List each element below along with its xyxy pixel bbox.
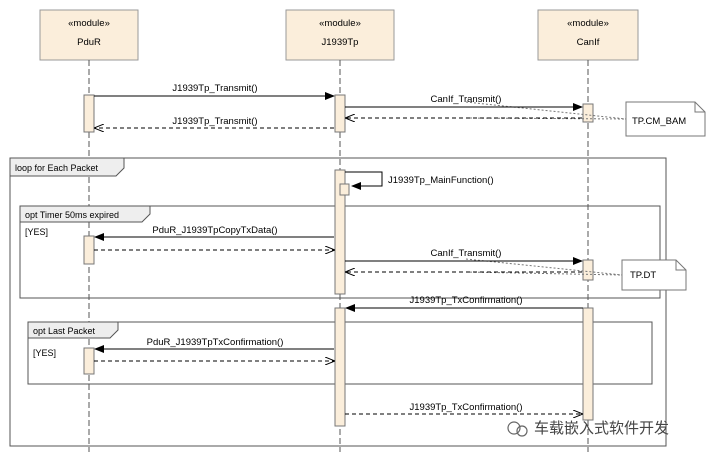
svg-text:J1939Tp_Transmit(): J1939Tp_Transmit() bbox=[172, 83, 257, 94]
activation-canif-2 bbox=[582, 259, 594, 281]
svg-text:J1939Tp_TxConfirmation(): J1939Tp_TxConfirmation() bbox=[410, 295, 523, 306]
svg-text:«module»: «module» bbox=[68, 18, 110, 29]
activation-canif-3 bbox=[582, 307, 594, 421]
svg-text:车载嵌入式软件开发: 车载嵌入式软件开发 bbox=[534, 419, 669, 437]
svg-text:loop for Each Packet: loop for Each Packet bbox=[15, 163, 99, 173]
note-tp-dt: TP.DT bbox=[465, 258, 687, 291]
message-j1939tp-transmit-return: J1939Tp_Transmit() bbox=[95, 116, 334, 128]
activation-j1939tp-self bbox=[339, 183, 350, 196]
svg-text:J1939Tp: J1939Tp bbox=[322, 37, 359, 48]
svg-text:PduR_J1939TpTxConfirmation(): PduR_J1939TpTxConfirmation() bbox=[147, 337, 284, 348]
activation-pdur-3 bbox=[83, 347, 95, 375]
svg-text:«module»: «module» bbox=[319, 18, 361, 29]
svg-text:PduR_J1939TpCopyTxData(): PduR_J1939TpCopyTxData() bbox=[152, 225, 277, 236]
activation-j1939tp-main bbox=[334, 169, 346, 295]
activation-canif-1 bbox=[582, 103, 594, 123]
message-j1939tp-transmit-call: J1939Tp_Transmit() bbox=[94, 83, 335, 100]
activation-j1939tp-1 bbox=[334, 94, 346, 133]
svg-text:«module»: «module» bbox=[567, 18, 609, 29]
activation-pdur-2 bbox=[83, 235, 95, 265]
watermark: 车载嵌入式软件开发 bbox=[507, 419, 669, 437]
message-j1939tp-txconfirmation-call: J1939Tp_TxConfirmation() bbox=[345, 295, 583, 312]
message-j1939tp-txconfirmation-return: J1939Tp_TxConfirmation() bbox=[345, 402, 582, 414]
activation-pdur-1 bbox=[83, 94, 95, 133]
activation-j1939tp-2 bbox=[334, 307, 346, 427]
svg-text:PduR: PduR bbox=[77, 37, 101, 48]
message-canif-transmit-call-2: CanIf_Transmit() bbox=[345, 248, 583, 265]
message-pdur-copytxdata-call: PduR_J1939TpCopyTxData() bbox=[94, 225, 334, 241]
message-j1939tp-mainfunction: J1939Tp_MainFunction() bbox=[345, 171, 494, 190]
svg-text:[YES]: [YES] bbox=[33, 348, 56, 358]
svg-text:J1939Tp_Transmit(): J1939Tp_Transmit() bbox=[172, 116, 257, 127]
svg-text:opt Timer 50ms expired: opt Timer 50ms expired bbox=[25, 210, 119, 220]
participant-canif: «module» CanIf bbox=[537, 9, 639, 61]
participant-j1939tp: «module» J1939Tp bbox=[285, 9, 395, 61]
participant-pdur: «module» PduR bbox=[39, 9, 139, 61]
message-pdur-txconfirmation-call: PduR_J1939TpTxConfirmation() bbox=[94, 337, 334, 353]
svg-text:CanIf: CanIf bbox=[577, 37, 600, 48]
svg-text:J1939Tp_MainFunction(): J1939Tp_MainFunction() bbox=[388, 175, 494, 186]
svg-text:CanIf_Transmit(): CanIf_Transmit() bbox=[431, 248, 502, 259]
fragment-loop: loop for Each Packet bbox=[9, 157, 667, 447]
message-canif-transmit-call-1: CanIf_Transmit() bbox=[345, 94, 583, 111]
svg-text:TP.DT: TP.DT bbox=[630, 270, 656, 281]
svg-text:TP.CM_BAM: TP.CM_BAM bbox=[632, 116, 686, 127]
svg-text:CanIf_Transmit(): CanIf_Transmit() bbox=[431, 94, 502, 105]
svg-text:J1939Tp_TxConfirmation(): J1939Tp_TxConfirmation() bbox=[410, 402, 523, 413]
svg-text:[YES]: [YES] bbox=[25, 227, 48, 237]
svg-text:opt Last Packet: opt Last Packet bbox=[33, 326, 96, 336]
